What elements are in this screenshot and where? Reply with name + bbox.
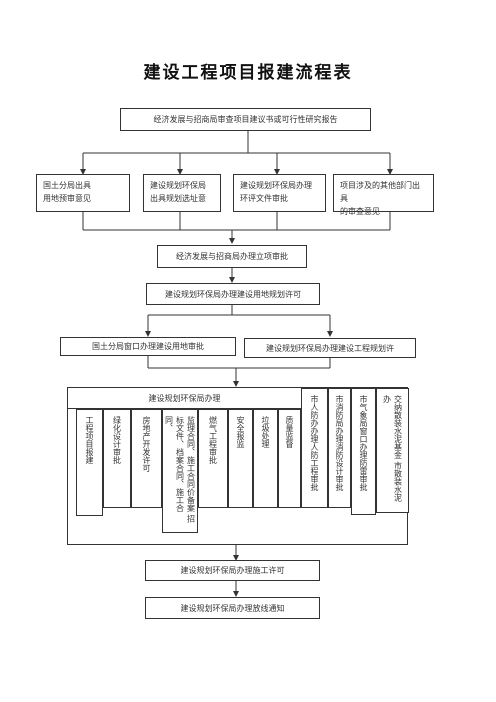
group-item-quality-supervision: 质量监督 [278,409,301,508]
side-item-civil-air-defense: 市人防办办理人防工程审批 [301,388,328,508]
group-header: 建设规划环保局办理 [68,388,301,409]
step-project-approval: 经济发展与招商局办理立项审批 [157,245,307,268]
side-item-bulk-cement-fund: 交纳散装水泥基金 市散装水泥办 [376,388,409,513]
group-item-project-registration: 工程项目报建 [76,409,103,516]
group-item-safety-supervision: 安全报监 [228,409,253,508]
other-depts-line1: 项目涉及的其他部门出具 [340,181,420,203]
land-pre-review-line1: 国土分局出具 [43,181,91,190]
group-item-gas-engineering: 燃气工程审批 [198,409,228,508]
group-item-greening-design: 绿化设计审批 [103,409,131,508]
step-construction-permit: 建设规划环保局办理施工许可 [145,560,320,581]
approvals-group: 建设规划环保局办理 工程项目报建 绿化设计审批 房地产开发许可 监理合同、施工合… [67,387,409,545]
side-item-fire-protection: 市消防局办理消防设计审批 [328,388,351,508]
site-selection-line1: 建设规划环保局 [150,181,206,190]
step-land-use-approval: 国土分局窗口办理建设用地审批 [60,337,236,356]
other-depts-line2: 的审查意见 [340,207,380,216]
eia-approval-line2: 环评文件审批 [240,194,288,203]
side-item-lightning-protection: 市气象局窗口办理防雷审批 [351,388,376,515]
step-eia-approval: 建设规划环保局办理 环评文件审批 [233,174,326,212]
step-feasibility-review: 经济发展与招商局审查项目建议书或可行性研究报告 [120,108,371,131]
group-item-contract-filing: 监理合同、施工合同价备案 招标文件、档案合同、施工合同、 [162,409,198,533]
land-pre-review-line2: 用地预审意见 [43,194,91,203]
step-land-use-planning-permit: 建设规划环保局办理建设用地规划许可 [146,283,320,305]
step-staking-out-notice: 建设规划环保局办理放线通知 [145,597,320,619]
step-site-selection: 建设规划环保局 出具规划选址意 [143,174,221,212]
site-selection-line2: 出具规划选址意 [150,194,206,203]
page-title: 建设工程项目报建流程表 [143,63,353,83]
step-other-depts-opinion: 项目涉及的其他部门出具 的审查意见 [333,174,434,216]
eia-approval-line1: 建设规划环保局办理 [240,181,312,190]
step-engineering-planning-permit: 建设规划环保局办理建设工程规划许 [244,338,416,358]
group-item-garbage-disposal: 垃圾处理 [253,409,278,508]
step-land-pre-review: 国土分局出具 用地预审意见 [36,174,130,212]
group-item-real-estate-permit: 房地产开发许可 [131,409,162,508]
